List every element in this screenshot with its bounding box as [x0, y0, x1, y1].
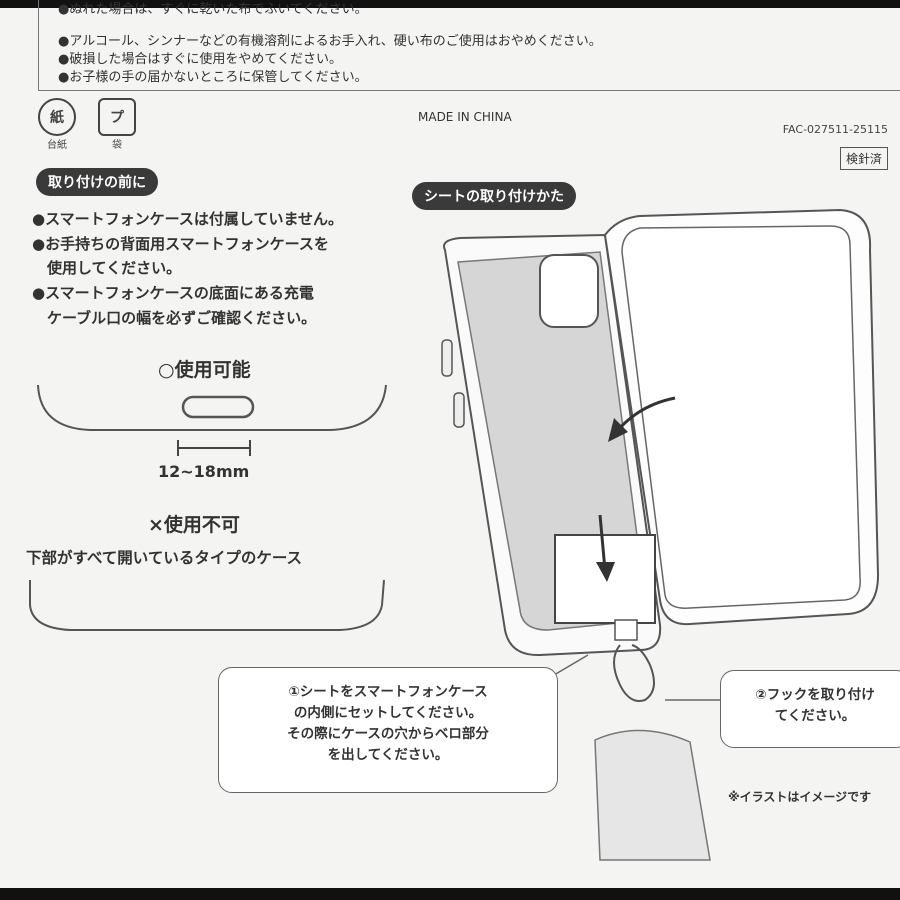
step2-callout: ②フックを取り付け てください。	[720, 670, 900, 748]
charging-port	[181, 395, 255, 419]
instruction-bullet: ●スマートフォンケースは付属していません。	[32, 210, 343, 228]
unusable-label: ×使用不可	[148, 514, 240, 536]
instruction-bullet: ●お手持ちの背面用スマートフォンケースを	[32, 235, 329, 253]
made-in-label: MADE IN CHINA	[418, 110, 512, 124]
width-dimension	[177, 440, 251, 456]
recycle-caption: 台紙	[47, 140, 67, 151]
step1-line: を出してください。	[327, 747, 449, 763]
warning-line: ●破損した場合はすぐに使用をやめてください。	[58, 52, 342, 67]
recycle-paper-icon: 紙	[38, 98, 76, 136]
unusable-case-outline	[29, 579, 385, 631]
instruction-bullet: 使用してください。	[32, 259, 182, 277]
instruction-bullet: ●スマートフォンケースの底面にある充電	[32, 284, 314, 302]
strap	[594, 729, 711, 861]
step2-line: てください。	[774, 708, 856, 724]
usable-case-outline	[37, 384, 387, 431]
side-button	[453, 392, 465, 428]
step1-callout: ①シートをスマートフォンケース の内側にセットしてください。 その際にケースの穴…	[218, 667, 558, 793]
port-width-label: 12~18mm	[158, 462, 250, 481]
paper-recycle-mark: 紙 台紙	[38, 98, 76, 151]
plastic-recycle-mark: プ 袋	[98, 98, 136, 151]
step1-line: その際にケースの穴からベロ部分	[287, 726, 489, 742]
step1-line: ①シートをスマートフォンケース	[288, 684, 488, 700]
before-install-heading: 取り付けの前に	[36, 168, 158, 196]
warning-line: ●アルコール、シンナーなどの有機溶剤によるお手入れ、硬い布のご使用はおやめくださ…	[58, 34, 602, 49]
arrow-icon	[616, 396, 676, 431]
camera-cutout	[539, 254, 599, 328]
hook	[613, 644, 655, 702]
recycle-plastic-icon: プ	[98, 98, 136, 136]
top-edge	[0, 0, 900, 8]
side-button	[441, 339, 453, 377]
recycle-caption: 袋	[112, 140, 122, 151]
arrow-icon	[598, 514, 607, 571]
bottom-edge	[0, 888, 900, 900]
unusable-description: 下部がすべて開いているタイプのケース	[26, 549, 303, 567]
instruction-bullet: ケーブル口の幅を必ずご確認ください。	[32, 309, 317, 327]
sheet-tab	[554, 534, 656, 624]
warning-line: ●お子様の手の届かないところに保管してください。	[58, 70, 368, 85]
how-to-heading: シートの取り付けかた	[412, 182, 576, 210]
illustration-note: ※イラストはイメージです	[728, 790, 872, 804]
step2-line: ②フックを取り付け	[755, 687, 875, 703]
step1-line: の内側にセットしてください。	[293, 705, 483, 721]
usable-label: ○使用可能	[158, 359, 251, 381]
phone-case-drawing	[441, 208, 880, 861]
warning-line: ●ぬれた場合は、すぐに乾いた布でふいてください。	[58, 2, 368, 17]
warning-box	[38, 0, 900, 91]
product-code: FAC-027511-25115	[782, 123, 888, 136]
inspected-badge: 検針済	[839, 147, 888, 170]
